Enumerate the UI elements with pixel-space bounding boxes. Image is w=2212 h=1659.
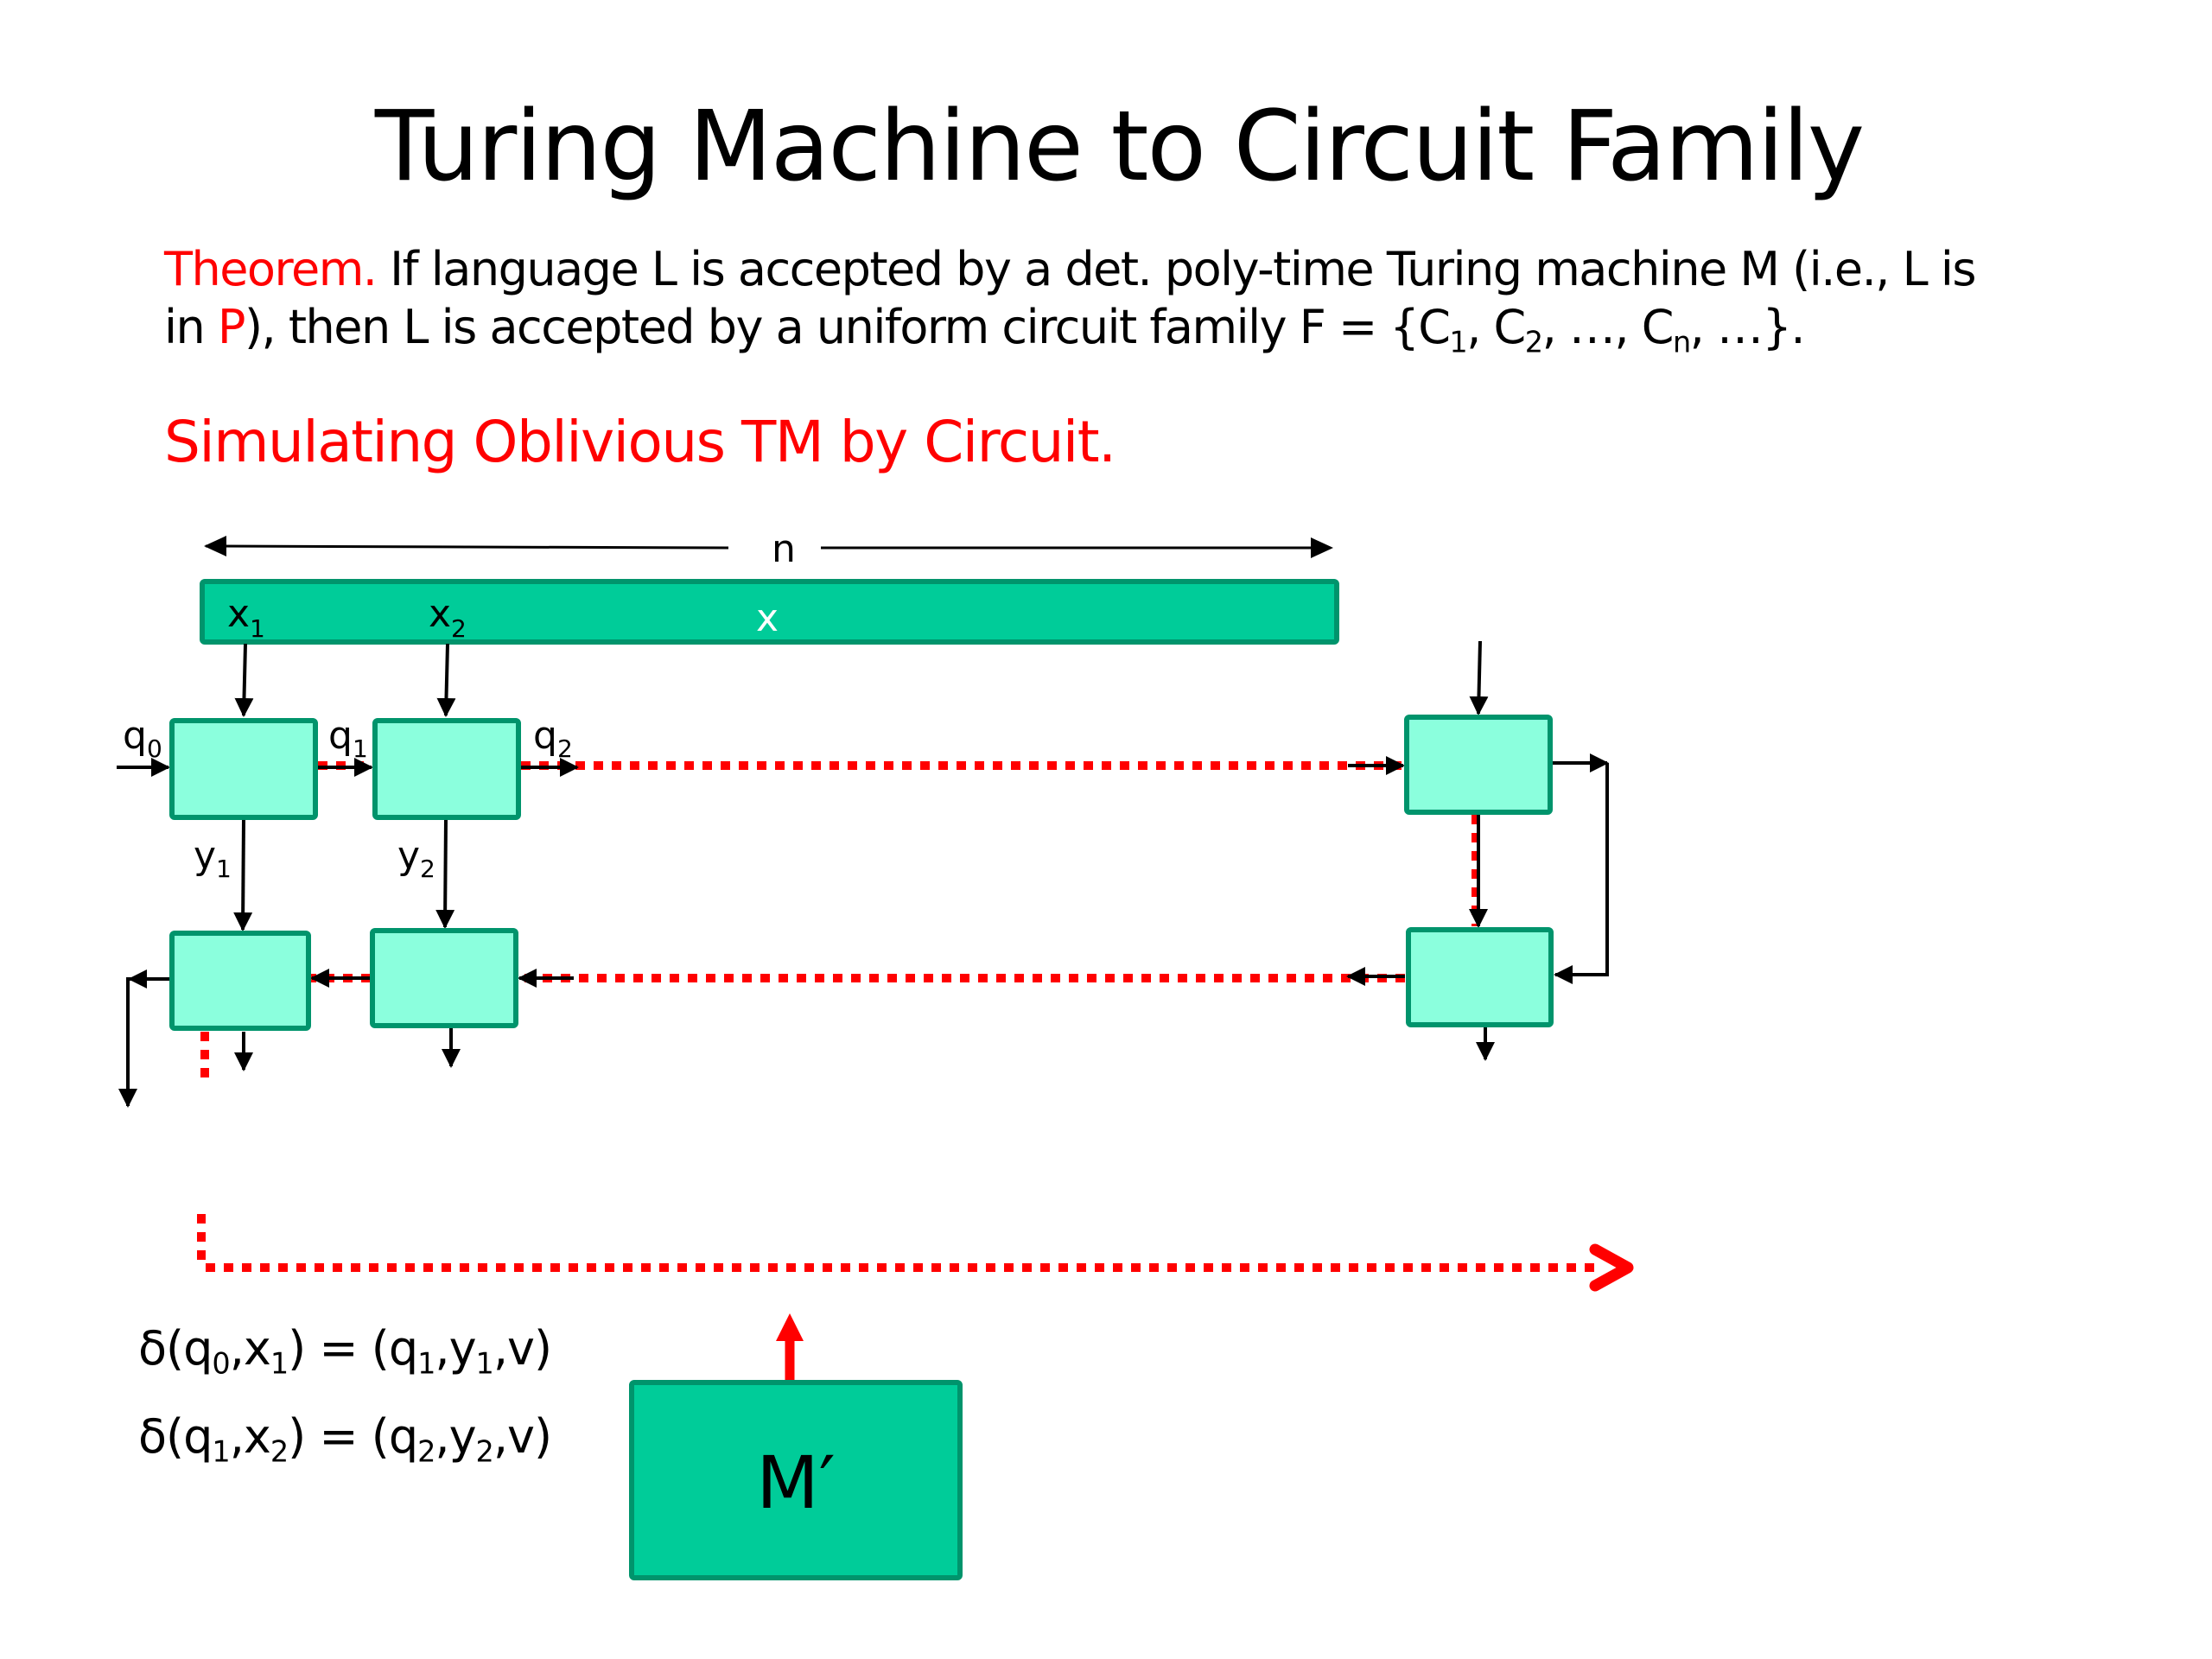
transition-equation-1: δ(q0,x1) = (q1,y1,v) [138, 1321, 552, 1378]
theorem-statement: Theorem. If language L is accepted by a … [164, 240, 2065, 359]
subscript: 2 [1524, 325, 1543, 359]
eq-text: ,x [229, 1321, 271, 1376]
theorem-text: , …, C [1541, 300, 1675, 354]
section-heading: Simulating Oblivious TM by Circuit. [164, 409, 1116, 475]
eq-text: ) = (q [288, 1409, 418, 1464]
eq-text: ,v) [493, 1321, 552, 1376]
red-arrowhead-up-icon [776, 1313, 804, 1341]
subscript: 1 [1449, 325, 1467, 359]
cell-bottom-n [1406, 927, 1554, 1027]
machine-box [629, 1380, 963, 1580]
cell-top-n [1404, 715, 1553, 815]
cell-top-2 [372, 718, 521, 820]
theorem-label: Theorem. [164, 242, 378, 296]
transition-equation-2: δ(q1,x2) = (q2,y2,v) [138, 1409, 552, 1466]
subscript: 2 [475, 1434, 494, 1469]
output-label-y2: y2 [397, 834, 435, 883]
circuit-cells [169, 715, 1554, 1031]
theorem-line1: If language L is accepted by a det. poly… [376, 242, 1976, 296]
theorem-text: , …}. [1689, 300, 1806, 354]
cell-bottom-1 [169, 931, 311, 1031]
subscript: 1 [270, 1346, 289, 1381]
cell-bottom-2 [370, 928, 518, 1028]
eq-text: δ(q [138, 1321, 213, 1376]
theorem-line2-prefix: in [164, 300, 218, 354]
eq-text: ,y [435, 1409, 476, 1464]
eq-text: ,v) [493, 1409, 552, 1464]
path-arrowhead-icon [1589, 1243, 1634, 1292]
subscript: 0 [212, 1346, 230, 1381]
eq-text: ) = (q [288, 1321, 418, 1376]
input-label-x1: x1 [227, 592, 265, 643]
theorem-text: , C [1466, 300, 1526, 354]
machine-label: M′ [756, 1440, 836, 1525]
cell-top-1 [169, 718, 318, 820]
subscript: 1 [417, 1346, 435, 1381]
subscript: n [1672, 325, 1691, 359]
arrowhead-left-icon [204, 536, 226, 556]
state-label-q1: q1 [328, 714, 368, 763]
subscript: 1 [475, 1346, 494, 1381]
theorem-line2: ), then L is accepted by a uniform circu… [244, 300, 1451, 354]
eq-text: ,x [229, 1409, 271, 1464]
tape-length-label: n [772, 527, 796, 571]
input-label-x2: x2 [429, 592, 467, 643]
eq-text: δ(q [138, 1409, 213, 1464]
state-label-q0: q0 [123, 714, 162, 763]
simulation-path [197, 761, 1599, 1272]
subscript: 1 [212, 1434, 230, 1469]
tape-label: x [756, 596, 779, 640]
eq-text: ,y [435, 1321, 476, 1376]
output-label-y1: y1 [194, 834, 232, 883]
subscript: 2 [270, 1434, 289, 1469]
state-label-q2: q2 [533, 714, 573, 763]
slide-title: Turing Machine to Circuit Family [374, 91, 1865, 203]
wires [117, 640, 1609, 1108]
tape-length-arrow [204, 536, 1333, 558]
arrowhead-right-icon [1311, 537, 1333, 558]
subscript: 2 [417, 1434, 435, 1469]
input-tape [200, 579, 1339, 645]
class-p: P [217, 300, 246, 354]
